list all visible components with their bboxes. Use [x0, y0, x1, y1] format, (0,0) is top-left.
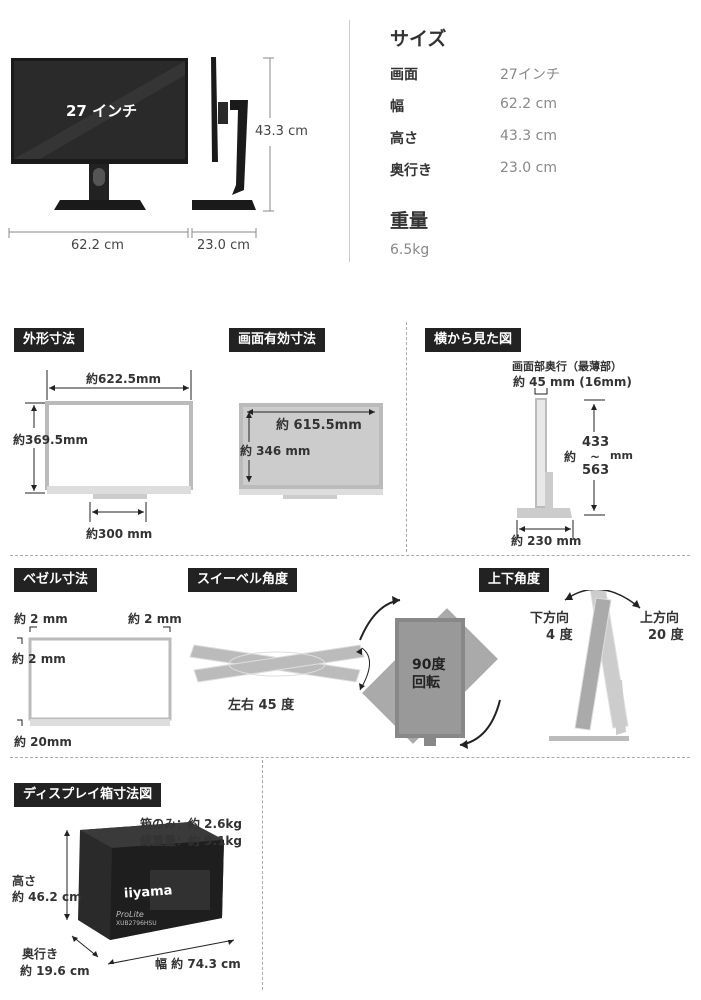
screen-area-tag: 画面有効寸法	[229, 328, 326, 352]
side-height-max: 563	[582, 463, 610, 478]
tilt-up-line1: 上方向	[640, 611, 680, 626]
row1-divider	[406, 322, 407, 552]
pivot-line1: 90度	[412, 657, 446, 673]
hero-width-label: 62.2 cm	[71, 238, 124, 253]
side-height-prefix: 約	[564, 450, 577, 464]
hero-depth-label: 23.0 cm	[197, 238, 250, 253]
side-depth-label: 約 230 mm	[511, 534, 582, 548]
side-height-tilde: ~	[590, 450, 601, 464]
outer-stand-label: 約300 mm	[86, 527, 153, 541]
tilt-tag: 上下角度	[479, 568, 550, 592]
box-tag: ディスプレイ箱寸法図	[14, 783, 162, 807]
bezel-left-label: 約 2 mm	[128, 612, 182, 626]
weight-value: 6.5kg	[390, 242, 430, 258]
swivel-tag: スイーベル角度	[188, 568, 298, 592]
bezel-tag: ベゼル寸法	[14, 568, 98, 592]
bezel-bottom-label: 約 20mm	[14, 735, 72, 749]
outer-height-label: 約369.5mm	[13, 433, 88, 447]
side-thickness-label: 約 45 mm (16mm)	[513, 375, 632, 389]
side-caption: 画面部奥行（最薄部）	[512, 360, 622, 373]
spec-label-width: 幅	[390, 99, 404, 115]
box-weight: 箱のみ：約 2.6kg	[140, 817, 243, 831]
pivot-line2: 回転	[412, 675, 440, 691]
row3-divider	[262, 760, 263, 990]
box-illustration	[64, 822, 235, 965]
box-height-l1: 高さ	[12, 874, 37, 888]
row2-illustrations	[17, 590, 641, 749]
box-depth-l2: 約 19.6 cm	[20, 964, 90, 978]
spec-value-depth: 23.0 cm	[500, 160, 557, 176]
bezel-right-label: 約 2 mm	[14, 612, 68, 626]
box-width-label: 幅 約 74.3 cm	[155, 957, 241, 971]
spec-label-screen: 画面	[390, 67, 418, 83]
box-height-l2: 約 46.2 cm	[12, 890, 82, 904]
outer-width-label: 約622.5mm	[86, 372, 161, 386]
box-model: XUB2796HSU	[116, 920, 157, 927]
spec-value-height: 43.3 cm	[500, 128, 557, 144]
screen-size-label: 27 インチ	[66, 102, 138, 120]
side-view-tag: 横から見た図	[425, 328, 522, 352]
side-height-unit: mm	[610, 449, 633, 462]
hero-height-label: 43.3 cm	[255, 124, 308, 139]
side-height-min: 433	[582, 435, 610, 450]
spec-value-width: 62.2 cm	[500, 96, 557, 112]
screen-height-label: 約 346 mm	[240, 444, 311, 458]
size-heading: サイズ	[390, 28, 447, 50]
monitor-hero-illustration	[8, 57, 274, 238]
box-product: ProLite	[116, 910, 144, 919]
tilt-up-line2: 20 度	[648, 628, 684, 643]
row1-illustrations	[25, 370, 605, 538]
outer-dimensions-tag: 外形寸法	[14, 328, 85, 352]
row2-bottom-divider	[10, 757, 690, 758]
tilt-down-line1: 下方向	[530, 611, 570, 626]
swivel-angle-label: 左右 45 度	[228, 698, 295, 713]
box-depth-l1: 奥行き	[22, 947, 59, 961]
row1-bottom-divider	[10, 555, 690, 556]
spec-label-height: 高さ	[390, 131, 418, 147]
spec-value-screen: 27インチ	[500, 67, 560, 83]
spec-label-depth: 奥行き	[390, 163, 432, 179]
bezel-top-label: 約 2 mm	[12, 652, 66, 666]
screen-width-label: 約 615.5mm	[276, 418, 362, 433]
tilt-down-line2: 4 度	[546, 628, 573, 643]
spec-divider	[349, 20, 350, 262]
weight-heading: 重量	[390, 210, 429, 232]
box-gross-weight: 総重量：約 9.1kg	[140, 834, 243, 848]
